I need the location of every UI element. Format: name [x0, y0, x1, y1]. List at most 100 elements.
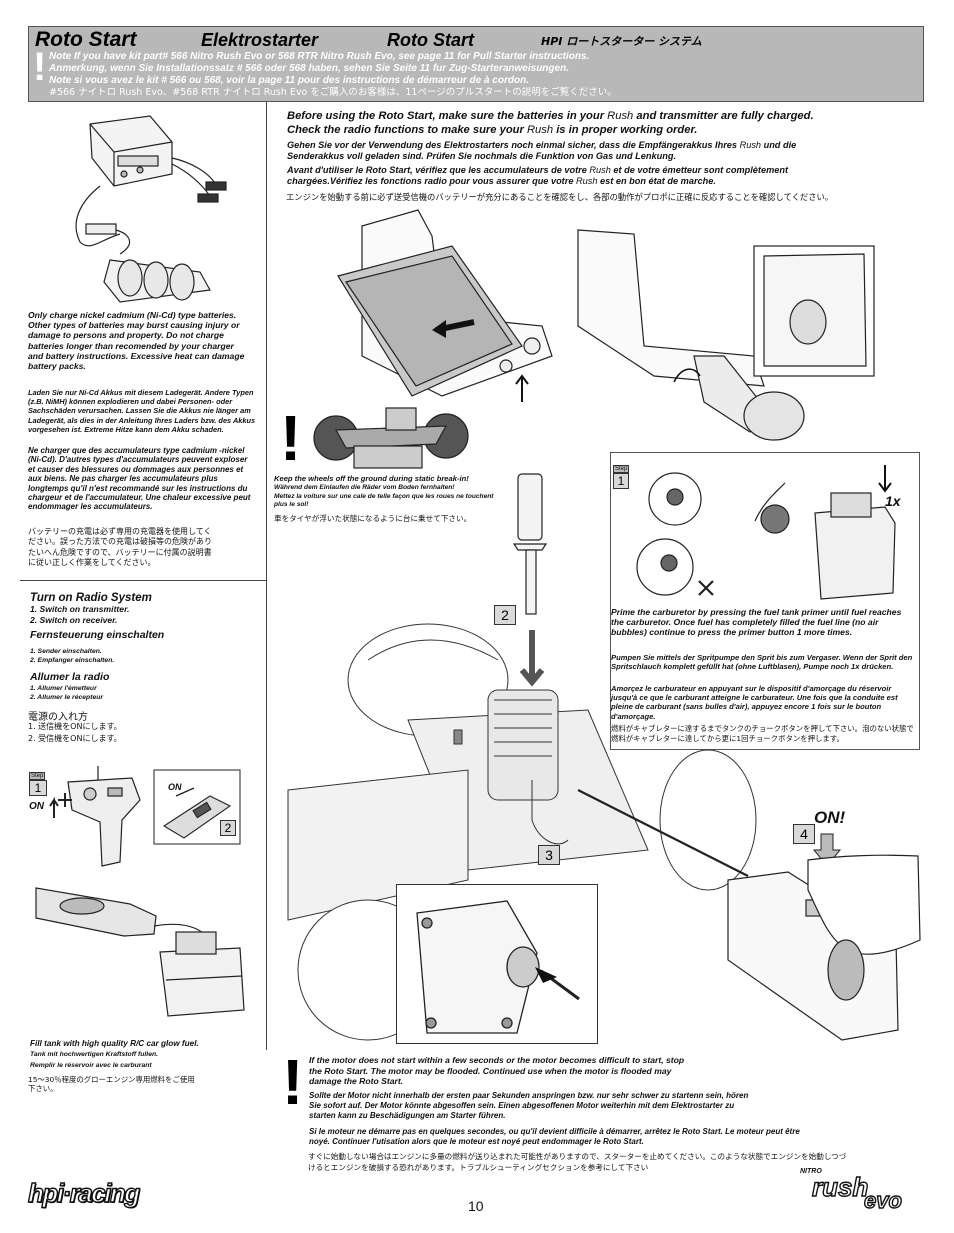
engage-on-label: ON! [814, 808, 846, 827]
radio-title-jp: 電源の入れ方 [28, 712, 88, 723]
header-banner: Roto Start Elektrostarter Roto Start HPI… [28, 26, 924, 102]
warning-exclamation-icon: ! [280, 402, 302, 474]
hpi-racing-logo: hpi·racing [27, 1177, 141, 1208]
column-divider [266, 102, 267, 1050]
intro-en-1-pre: Before using the Roto Start, make sure t… [287, 110, 608, 122]
intro-en-1-post: and transmitter are fully charged. [633, 110, 814, 122]
rush-name: Rush [576, 176, 598, 186]
intro-de-2: Senderakkus voll geladen sind. Prüfen Si… [287, 151, 677, 161]
intro-fr-1-post: et de votre émetteur sont complètement [610, 165, 789, 175]
wheels-off-jp: 車をタイヤが浮いた状態になるように台に乗せて下さい。 [274, 514, 472, 523]
flood-jp: すぐに始動しない場合はエンジンに多量の燃料が送り込まれた可能性がありますので、ス… [308, 1152, 847, 1172]
roto-start-battery-insert-illustration [337, 209, 553, 402]
intro-fr-1: Avant d'utiliser le Roto Start, vérifiez… [287, 165, 788, 175]
press-once-label: 1x [885, 493, 901, 509]
radio-step1-fr: 1. Allumer l'émetteur [30, 685, 97, 692]
rush-name: Rush [526, 124, 554, 136]
wheels-off-fr: Mettez la voiture sur une cale de telle … [274, 493, 494, 508]
warning-exclamation-icon: ! [282, 1046, 304, 1118]
chassis-engine-illustration [287, 623, 757, 1041]
note-fr: Note si vous avez le kit # 566 ou 568, v… [49, 75, 529, 86]
rush-name: Rush [589, 165, 611, 175]
starter-backplate-illustration [416, 900, 580, 1034]
intro-de-1-post: und die [761, 140, 797, 150]
flood-en: If the motor does not start within a few… [309, 1055, 685, 1087]
intro-de-1: Gehen Sie vor der Verwendung des Elektro… [287, 140, 796, 150]
warning-exclamation-icon: ! [33, 45, 47, 89]
battery-warning-fr: Ne charger que des accumulateurs type ca… [28, 446, 251, 512]
prime-jp: 燃料がキャブレターに達するまでタンクのチョークボタンを押して下さい。泡のない状態… [611, 724, 914, 743]
flood-de: Sollte der Motor nicht innerhalb der ers… [309, 1091, 749, 1120]
charger-illustration [75, 115, 227, 303]
radio-step2-jp: 2. 受信機をONにします。 [28, 734, 122, 743]
step-label: Step [29, 772, 46, 780]
glow-plug-tool-illustration [512, 473, 548, 615]
roto-start-connector-illustration [577, 229, 875, 441]
step-number-1: 1 [613, 473, 629, 489]
title-jp: HPI ロートスターター システム [541, 35, 702, 48]
step-number-4: 4 [793, 824, 815, 844]
flood-fr: Si le moteur ne démarre pas en quelques … [309, 1127, 800, 1146]
fuel-bottle-illustration [35, 887, 245, 1017]
step-label: Step [613, 465, 630, 473]
fuel-en: Fill tank with high quality R/C car glow… [30, 1039, 199, 1048]
rush-name: Rush [739, 140, 762, 150]
fuel-jp: 15～30％程度のグローエンジン専用燃料をご使用下さい。 [28, 1075, 195, 1094]
intro-fr-2-post: est en bon état de marche. [597, 176, 716, 186]
wheels-off-en: Keep the wheels off the ground during st… [274, 474, 469, 483]
intro-jp: エンジンを始動する前に必ず送受信機のバッテリーが充分にあることを確認をし、各部の… [286, 192, 834, 202]
buggy-on-stand-illustration [313, 407, 469, 469]
hand-holding-roto-start-illustration [577, 789, 921, 1041]
transmitter-on-label: ON [29, 801, 44, 812]
intro-de-1-pre: Gehen Sie vor der Verwendung des Elektro… [287, 140, 740, 150]
battery-warning-de: Laden Sie nur Ni-Cd Akkus mit diesem Lad… [28, 388, 256, 434]
transmitter-illustration [49, 766, 141, 867]
title-en: Roto Start [35, 28, 137, 51]
note-en: Note If you have kit part# 566 Nitro Rus… [49, 51, 590, 62]
header-notes: Note If you have kit part# 566 Nitro Rus… [49, 51, 919, 99]
intro-en-2: Check the radio functions to make sure y… [287, 124, 697, 136]
intro-en-2-pre: Check the radio functions to make sure y… [287, 124, 527, 136]
note-jp: #566 ナイトロ Rush Evo、#568 RTR ナイトロ Rush Ev… [49, 87, 617, 98]
fuel-de: Tank mit hochwertigen Kraftstoff fullen. [30, 1051, 159, 1058]
title-fr: Roto Start [387, 30, 474, 50]
intro-fr-1-pre: Avant d'utiliser le Roto Start, vérifiez… [287, 165, 590, 175]
battery-warning-en: Only charge nickel cadmium (Ni-Cd) type … [28, 310, 245, 372]
intro-fr-2: chargées.Vérifiez les fonctions radio po… [287, 176, 716, 186]
intro-en-2-post: is in proper working order. [553, 124, 698, 136]
prime-fr: Amorçez le carburateur en appuyant sur l… [611, 684, 898, 721]
fuel-tank-primer-illustration [636, 465, 896, 600]
logo-rush: rush [811, 1171, 869, 1202]
section-divider [20, 580, 266, 581]
step-number-2: 2 [220, 820, 236, 836]
nitro-rush-evo-logo: NITRO rush evo [800, 1168, 930, 1218]
prime-de: Pumpen Sie mittels der Spritpumpe den Sp… [611, 653, 913, 672]
step-number-3: 3 [538, 845, 560, 865]
prime-carburetor-panel: Step 1 1x [610, 452, 920, 750]
radio-step1-de: 1. Sender einschalten. [30, 648, 102, 655]
fuel-fr: Remplir le réservoir avec le carburant [30, 1062, 152, 1069]
radio-step2-fr: 2. Allumer le récepteur [30, 694, 104, 701]
rush-name: Rush [607, 110, 634, 122]
radio-step1-en: 1. Switch on transmitter. [30, 604, 130, 614]
radio-step2-en: 2. Switch on receiver. [30, 615, 118, 625]
step-number-1: 1 [29, 780, 47, 796]
receiver-on-label: ON [168, 782, 182, 792]
title-de: Elektrostarter [201, 30, 319, 50]
radio-step2-de: 2. Empfanger einschalten. [30, 657, 115, 664]
page-number: 10 [468, 1198, 484, 1214]
logo-evo: evo [863, 1187, 902, 1213]
logo-nitro: NITRO [800, 1168, 822, 1175]
radio-title-de: Fernsteuerung einschalten [30, 629, 165, 641]
prime-en: Prime the carburetor by pressing the fue… [611, 607, 902, 638]
note-de: Anmerkung, wenn Sie Installationssatz # … [49, 63, 569, 74]
battery-warning-jp: バッテリーの充電は必ず専用の充電器を使用してください。誤った方法での充電は破損等… [28, 527, 212, 568]
radio-step1-jp: 1. 送信機をONにします。 [28, 722, 122, 731]
wheels-off-de: Während dem Einlaufen die Räder vom Bode… [274, 484, 455, 491]
starter-shaft-detail-panel [396, 884, 598, 1044]
radio-title-en: Turn on Radio System [30, 592, 152, 604]
radio-title-fr: Allumer la radio [30, 671, 110, 683]
step-number-2: 2 [494, 605, 516, 625]
intro-en-1: Before using the Roto Start, make sure t… [287, 110, 814, 122]
intro-fr-2-pre: chargées.Vérifiez les fonctions radio po… [287, 176, 576, 186]
